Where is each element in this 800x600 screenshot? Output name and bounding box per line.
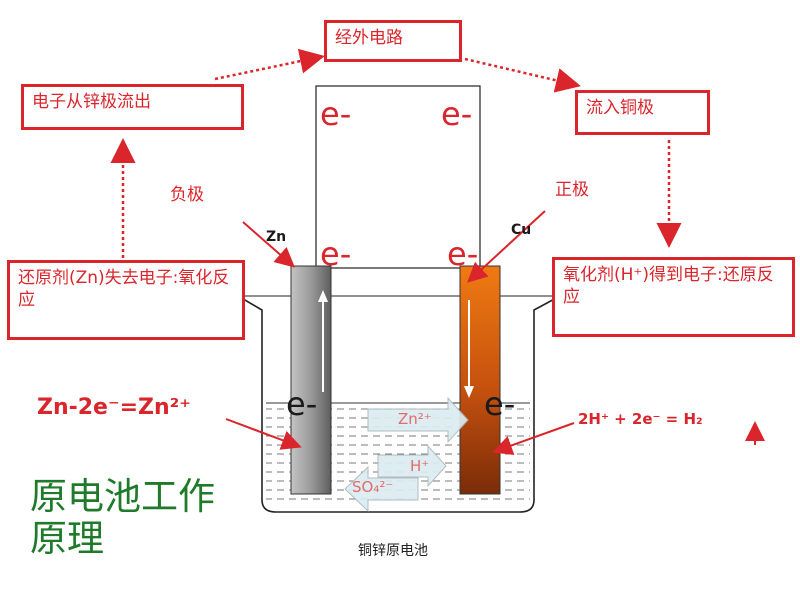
- zinc-electrode: [290, 265, 332, 495]
- hydrogen-ion-label: H⁺: [410, 457, 430, 475]
- pointer-copper: [467, 210, 546, 283]
- box-into-copper: 流入铜极: [575, 90, 710, 135]
- external-wire: [315, 85, 481, 269]
- electron-symbol: e-: [320, 95, 352, 133]
- copper-electrode: [459, 265, 501, 495]
- cathode-equation: 2H⁺ + 2e⁻ = H₂: [578, 410, 703, 428]
- zinc-electron-flow-arrow: [318, 290, 328, 392]
- electron-symbol: e-: [447, 235, 479, 273]
- pointer-anode-equation: [225, 418, 302, 450]
- diagram-caption: 铜锌原电池: [358, 543, 428, 559]
- zinc-ion-arrow: [367, 396, 469, 444]
- page-title: 原电池工作原理: [30, 475, 215, 560]
- copper-electron-flow-arrow: [464, 300, 474, 398]
- flow-arrow-to-copper: [464, 57, 581, 93]
- box-reductant: 还原剂(Zn)失去电子:氧化反应: [7, 260, 245, 340]
- box-external-circuit: 经外电路: [324, 20, 462, 62]
- electron-symbol: e-: [441, 95, 473, 133]
- anode-equation: Zn-2e⁻=Zn²⁺: [37, 395, 191, 420]
- box-oxidant: 氧化剂(H⁺)得到电子:还原反应: [552, 257, 795, 337]
- positive-electrode-label: 正极: [555, 180, 589, 200]
- negative-electrode-label: 负极: [170, 185, 204, 205]
- electron-symbol: e-: [286, 385, 318, 423]
- copper-label: Cu: [511, 222, 532, 238]
- pointer-cathode-equation: [492, 422, 575, 456]
- flow-arrow-to-circuit: [214, 48, 325, 81]
- box-electron-out: 电子从锌极流出: [21, 84, 244, 130]
- hydrogen-ion-arrow: [377, 444, 447, 488]
- zinc-label: Zn: [266, 229, 287, 245]
- sulfate-ion-arrow: [344, 465, 419, 513]
- zinc-ion-label: Zn²⁺: [398, 410, 432, 428]
- electron-symbol: e-: [484, 385, 516, 423]
- electron-symbol: e-: [320, 235, 352, 273]
- pointer-zinc: [242, 221, 296, 268]
- sulfate-ion-label: SO₄²⁻: [352, 478, 394, 496]
